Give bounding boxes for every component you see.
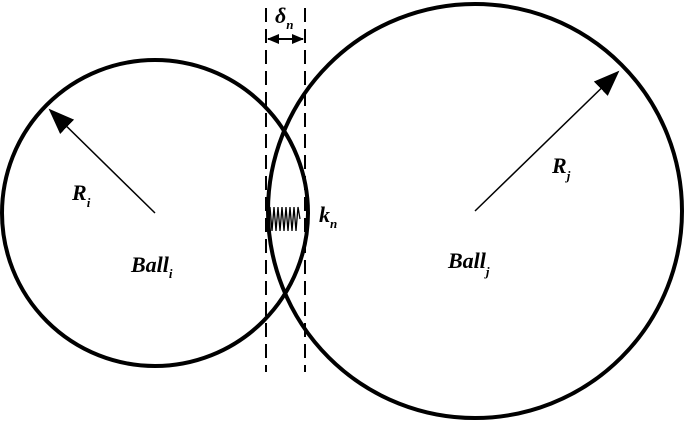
radius-j-arrow xyxy=(474,70,620,212)
radius-i-arrow xyxy=(48,108,156,214)
ball-i-circle xyxy=(0,58,310,368)
overlap-label: δn xyxy=(275,3,294,32)
ball-j-label: Ballj xyxy=(447,248,490,279)
contact-spring xyxy=(267,206,301,232)
radius-i-label: Ri xyxy=(71,180,91,210)
stiffness-label: kn xyxy=(319,202,337,231)
ball-j-circle xyxy=(266,2,684,420)
radius-j-label: Rj xyxy=(551,153,571,183)
ball-i-label: Balli xyxy=(130,252,173,281)
